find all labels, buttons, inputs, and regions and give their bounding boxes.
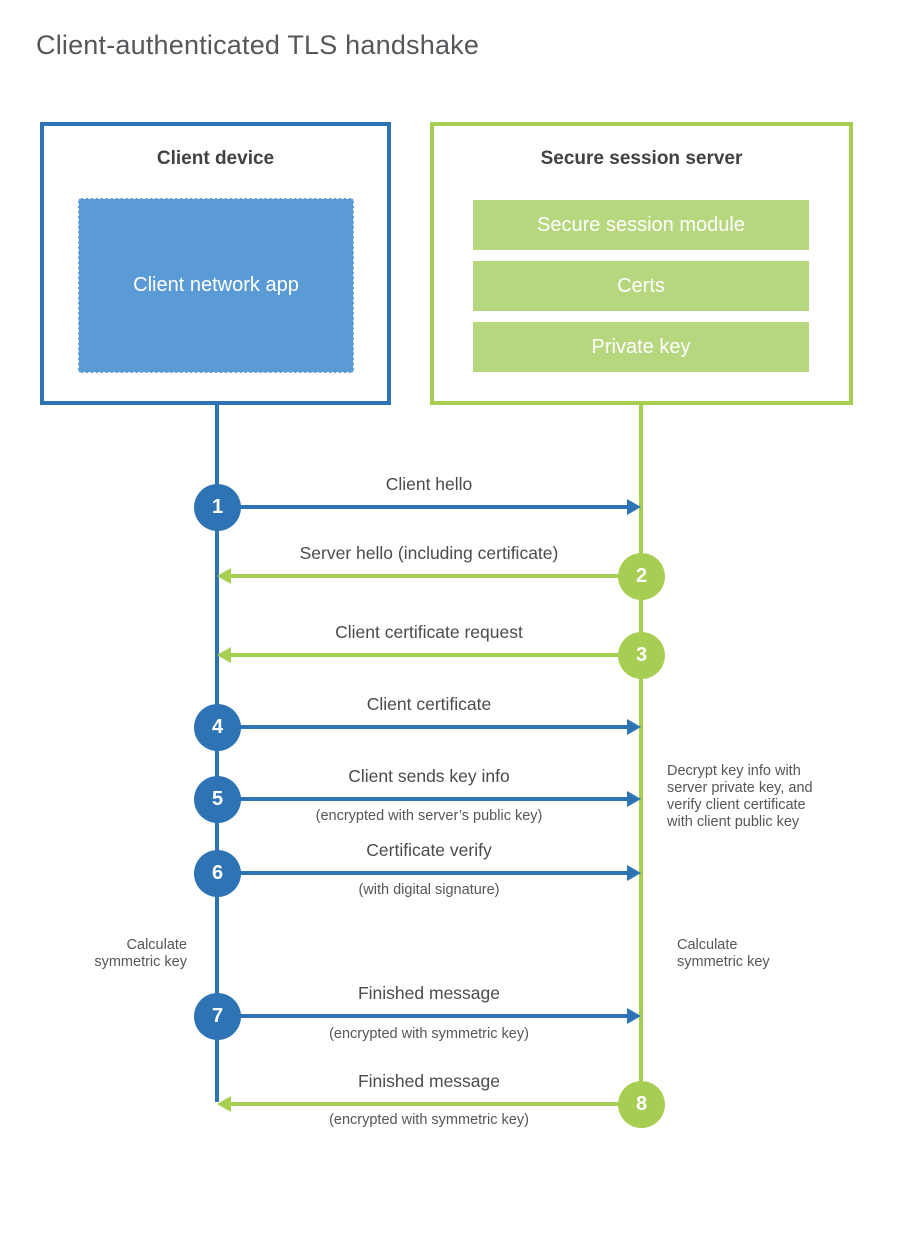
note-calculate-symmetric-key-client: Calculate symmetric key bbox=[94, 937, 187, 971]
message-sublabel: (encrypted with symmetric key) bbox=[329, 1112, 529, 1128]
step-number-badge: 1 bbox=[194, 484, 241, 531]
server-title: Secure session server bbox=[540, 148, 743, 169]
server-lifeline bbox=[639, 404, 643, 1128]
server-box: Secure session server Secure session mod… bbox=[430, 122, 853, 405]
note-calculate-symmetric-key-server: Calculate symmetric key bbox=[677, 937, 770, 971]
message-label: Client certificate bbox=[366, 694, 492, 714]
arrow-right-icon bbox=[627, 719, 641, 735]
message-label: Certificate verify bbox=[366, 840, 492, 860]
arrow-right-icon bbox=[627, 791, 641, 807]
step-number-badge: 2 bbox=[618, 553, 665, 600]
message-arrow-line bbox=[217, 505, 627, 509]
message-arrow-line bbox=[217, 725, 627, 729]
message-label: Client hello bbox=[385, 474, 473, 494]
message-arrow-line bbox=[217, 1014, 627, 1018]
server-module-certs: Certs bbox=[473, 261, 809, 311]
message-arrow-line bbox=[217, 797, 627, 801]
message-arrow-line bbox=[231, 1102, 641, 1106]
message-arrow-line bbox=[231, 653, 641, 657]
arrow-left-icon bbox=[217, 1096, 231, 1112]
arrow-right-icon bbox=[627, 865, 641, 881]
step-number-badge: 7 bbox=[194, 993, 241, 1040]
server-module-private-key: Private key bbox=[473, 322, 809, 372]
message-sublabel: (encrypted with symmetric key) bbox=[329, 1026, 529, 1042]
message-label: Client sends key info bbox=[348, 766, 510, 786]
arrow-right-icon bbox=[627, 499, 641, 515]
message-sublabel: (with digital signature) bbox=[358, 882, 500, 898]
message-label: Client certificate request bbox=[335, 622, 523, 642]
message-arrow-line bbox=[231, 574, 641, 578]
client-device-title: Client device bbox=[156, 148, 275, 169]
message-label: Finished message bbox=[357, 1071, 501, 1091]
message-sublabel: (encrypted with server’s public key) bbox=[315, 808, 543, 824]
step-number-badge: 3 bbox=[618, 632, 665, 679]
client-device-box: Client device Client network app bbox=[40, 122, 391, 405]
message-label: Finished message bbox=[357, 983, 501, 1003]
page-title: Client-authenticated TLS handshake bbox=[36, 30, 480, 60]
server-module-secure-session: Secure session module bbox=[473, 200, 809, 250]
step-number-badge: 6 bbox=[194, 850, 241, 897]
note-decrypt-key-info: Decrypt key info with server private key… bbox=[667, 763, 813, 831]
step-number-badge: 5 bbox=[194, 776, 241, 823]
message-label: Server hello (including certificate) bbox=[299, 543, 559, 563]
arrow-left-icon bbox=[217, 647, 231, 663]
client-network-app-box: Client network app bbox=[78, 198, 354, 373]
step-number-badge: 8 bbox=[618, 1081, 665, 1128]
client-network-app-label: Client network app bbox=[133, 274, 299, 296]
arrow-right-icon bbox=[627, 1008, 641, 1024]
arrow-left-icon bbox=[217, 568, 231, 584]
client-lifeline bbox=[215, 404, 219, 1102]
message-arrow-line bbox=[217, 871, 627, 875]
step-number-badge: 4 bbox=[194, 704, 241, 751]
